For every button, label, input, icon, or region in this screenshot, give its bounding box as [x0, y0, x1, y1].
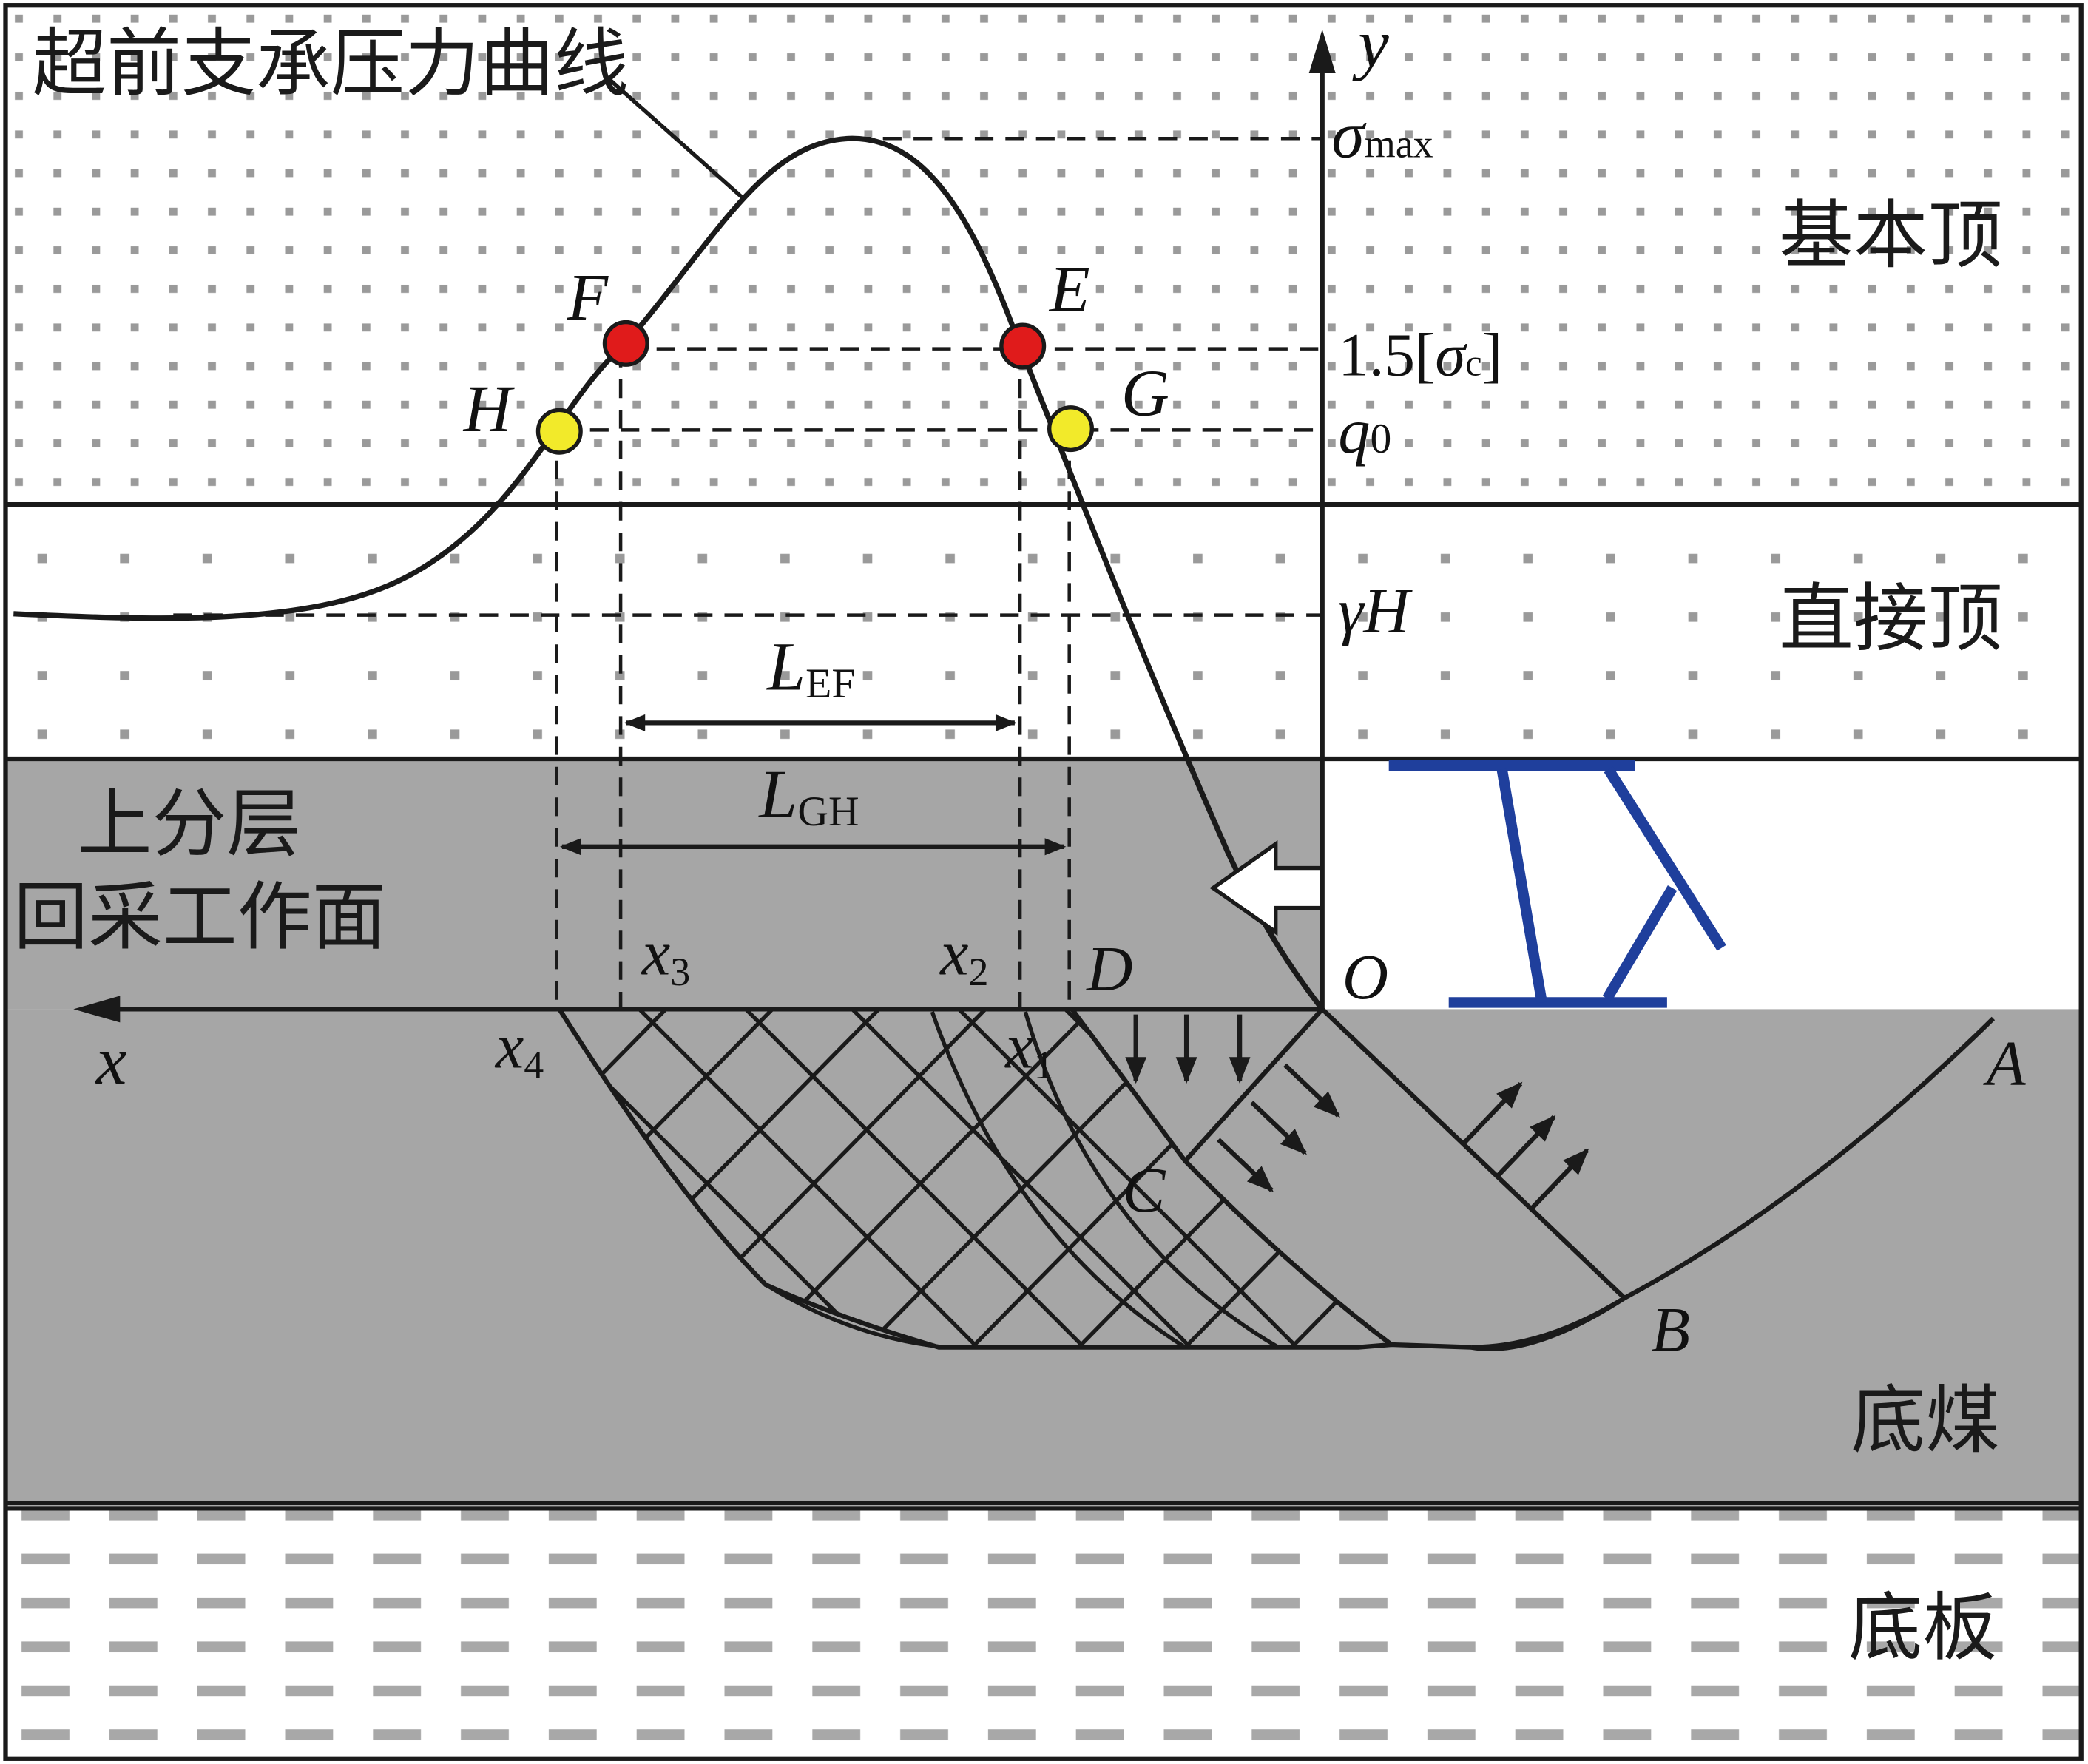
origin-label: O: [1342, 942, 1388, 1013]
abutment-pressure-curve: [13, 135, 1325, 1011]
goaf-space: [1322, 759, 2081, 1010]
text-labels: 超前支承压力曲线 基本顶 直接顶 上分层 回采工作面 底煤 底板 y x O σ…: [13, 6, 2027, 1672]
x3-label: x3: [641, 918, 690, 994]
stress-arrow-diag-1: [1283, 1063, 1340, 1118]
x1-label: x1: [1004, 1011, 1053, 1087]
point-e-marker: [999, 322, 1047, 370]
curve-title: 超前支承压力曲线: [33, 20, 629, 107]
support-shield-upper: [1604, 766, 1726, 951]
strata: [5, 5, 2081, 1759]
l-ef-label: LEF: [766, 629, 855, 707]
plastic-zone-outline: [555, 1007, 1398, 1350]
sigma-max-label: σmax: [1331, 98, 1433, 172]
stress-arrow-diag-2: [1250, 1101, 1307, 1155]
immediate-roof-label: 直接顶: [1779, 575, 2002, 662]
working-face-label: 回采工作面: [13, 873, 386, 960]
reference-lines: [173, 136, 1322, 1010]
point-h-label: H: [463, 373, 516, 446]
axes: [73, 29, 1336, 1023]
stress-arrow-up-3: [1530, 1148, 1589, 1211]
gamma-h-label: γH: [1338, 575, 1413, 646]
floor-label: 底板: [1848, 1584, 1998, 1672]
point-b-label: B: [1651, 1294, 1690, 1365]
hydraulic-support: [1388, 760, 1726, 1008]
x-axis-label: x: [95, 1023, 127, 1099]
point-e-label: E: [1048, 253, 1090, 326]
advance-direction-arrow: [1209, 840, 1325, 936]
point-a-label: A: [1983, 1028, 2027, 1099]
point-g-marker: [1047, 405, 1094, 453]
bottom-coal-label: 底煤: [1851, 1376, 2000, 1464]
main-roof-label: 基本顶: [1779, 192, 2002, 279]
upper-slice-label: 上分层: [78, 780, 301, 867]
y-axis-label: y: [1352, 6, 1389, 82]
point-d-label: D: [1086, 933, 1132, 1004]
point-c-label: C: [1123, 1155, 1166, 1226]
q0-label: q0: [1338, 396, 1391, 467]
x4-label: x4: [494, 1011, 544, 1087]
point-f-marker: [602, 320, 649, 367]
support-shield-lower: [1602, 885, 1678, 1001]
slip-line-field: [1183, 1007, 1996, 1351]
layer-boundaries: [3, 3, 2084, 1761]
stress-arrow-up-2: [1496, 1115, 1556, 1177]
point-h-marker: [535, 408, 583, 455]
l-gh-label: LGH: [757, 757, 859, 835]
characteristic-points: [535, 320, 1094, 455]
sigma-c-label: 1.5[σc]: [1338, 321, 1502, 389]
stress-arrow-up-1: [1463, 1081, 1523, 1144]
curve-title-leader: [608, 78, 743, 199]
upper-slice-layer: [5, 759, 1322, 1010]
slip-curve-o-b-a: [1320, 1007, 1996, 1351]
dimension-arrows: [560, 714, 1067, 856]
point-g-label: G: [1121, 357, 1169, 430]
support-leg: [1496, 768, 1547, 1004]
x2-label: x2: [939, 918, 988, 994]
line-o-c: [1183, 1007, 1325, 1163]
point-f-label: F: [567, 261, 609, 334]
stress-arrows: [1125, 1014, 1589, 1211]
stress-arrow-diag-3: [1217, 1138, 1274, 1192]
